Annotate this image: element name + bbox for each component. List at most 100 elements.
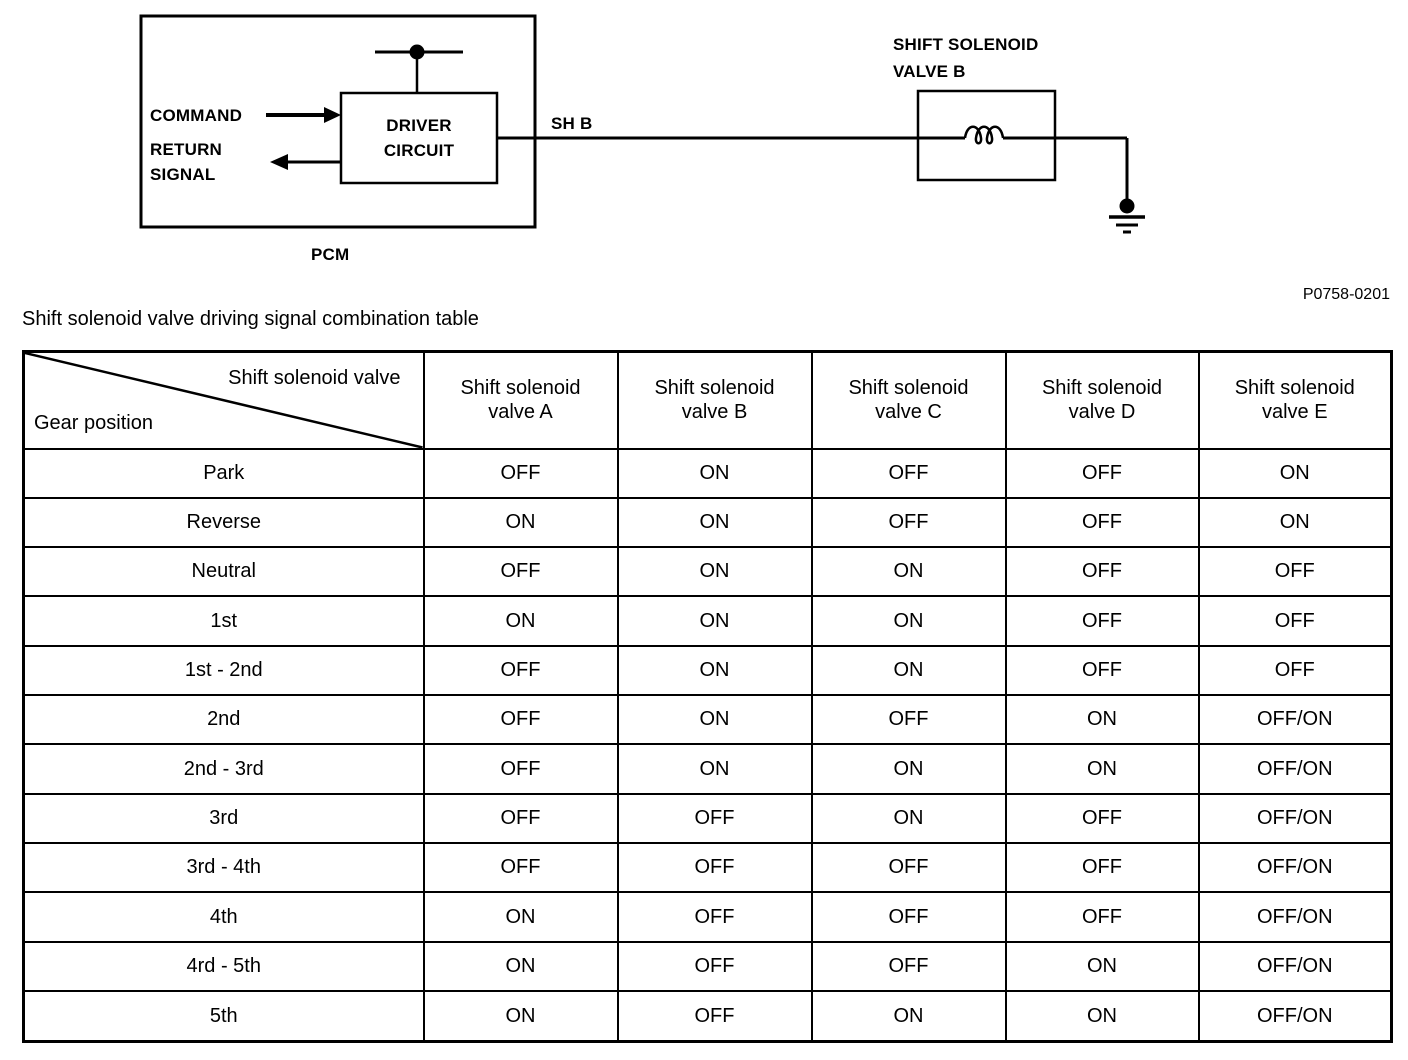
column-header-valve-b: Shift solenoid valve B — [616, 350, 813, 450]
valve-a-cell: OFF — [422, 743, 619, 795]
table-row-2nd-3rd: 2nd - 3rd OFF ON ON ON OFF/ON — [22, 743, 1393, 795]
valve-a-cell: OFF — [422, 644, 619, 697]
valve-e-cell: OFF — [1197, 546, 1393, 598]
valve-c-cell: OFF — [810, 447, 1007, 499]
valve-b-cell: ON — [616, 743, 813, 795]
valve-e-cell: OFF/ON — [1197, 743, 1393, 795]
gear-cell: Reverse — [22, 496, 425, 549]
corner-label-gear: Gear position — [34, 411, 153, 434]
table-row-3rd: 3rd OFF OFF ON OFF OFF/ON — [22, 792, 1393, 845]
valve-b-cell: ON — [616, 595, 813, 647]
valve-d-cell: ON — [1004, 990, 1200, 1043]
diagonal-divider — [25, 353, 423, 448]
corner-header-cell: Shift solenoid valve Gear position — [22, 350, 425, 450]
gear-cell: 2nd - 3rd — [22, 743, 425, 795]
gear-cell: 3rd — [22, 792, 425, 845]
solenoid-valve-box — [916, 89, 1057, 182]
valve-d-cell: OFF — [1004, 496, 1200, 549]
return-signal-arrow — [270, 154, 341, 170]
pcm-box — [139, 14, 537, 229]
power-rail — [375, 44, 463, 93]
valve-a-cell: ON — [422, 940, 619, 993]
gear-cell: 4th — [22, 891, 425, 943]
table-row-2nd: 2nd OFF ON OFF ON OFF/ON — [22, 694, 1393, 746]
valve-a-cell: OFF — [422, 447, 619, 499]
solenoid-combination-table: Shift solenoid valve Gear position Shift… — [22, 350, 1393, 1043]
table-title: Shift solenoid valve driving signal comb… — [22, 308, 479, 330]
gear-cell: 3rd - 4th — [22, 842, 425, 894]
circuit-diagram — [139, 14, 1145, 234]
valve-b-cell: ON — [616, 644, 813, 697]
valve-a-cell: ON — [422, 891, 619, 943]
column-header-valve-e: Shift solenoid valve E — [1197, 350, 1393, 450]
table-row-1st-2nd: 1st - 2nd OFF ON ON OFF OFF — [22, 644, 1393, 697]
valve-b-cell: ON — [616, 694, 813, 746]
column-header-valve-c: Shift solenoid valve C — [810, 350, 1007, 450]
valve-d-cell: OFF — [1004, 792, 1200, 845]
command-label: COMMAND — [150, 106, 243, 125]
header-row: Shift solenoid valve Gear position Shift… — [22, 350, 1393, 450]
table-row-park: Park OFF ON OFF OFF ON — [22, 447, 1393, 499]
valve-e-cell: OFF/ON — [1197, 891, 1393, 943]
valve-d-cell: OFF — [1004, 644, 1200, 697]
valve-e-cell: OFF/ON — [1197, 792, 1393, 845]
valve-a-cell: ON — [422, 595, 619, 647]
valve-e-cell: OFF — [1197, 595, 1393, 647]
valve-c-cell: ON — [810, 743, 1007, 795]
column-header-valve-a: Shift solenoid valve A — [422, 350, 619, 450]
valve-e-cell: OFF/ON — [1197, 990, 1393, 1043]
valve-b-cell: OFF — [616, 792, 813, 845]
column-header-label: Shift solenoid valve D — [1041, 377, 1163, 424]
valve-e-cell: ON — [1197, 496, 1393, 549]
valve-c-cell: ON — [810, 792, 1007, 845]
figure-code: P0758-0201 — [1302, 286, 1390, 303]
column-header-label: Shift solenoid valve B — [654, 377, 775, 424]
valve-d-cell: OFF — [1004, 447, 1200, 499]
valve-b-cell: OFF — [616, 990, 813, 1043]
driver-circuit-label: DRIVER CIRCUIT — [383, 116, 455, 160]
valve-c-cell: ON — [810, 546, 1007, 598]
valve-c-cell: ON — [810, 990, 1007, 1043]
gear-cell: 1st - 2nd — [22, 644, 425, 697]
return-signal-label: RETURN SIGNAL — [150, 140, 223, 184]
valve-b-cell: OFF — [616, 842, 813, 894]
corner-label-valve: Shift solenoid valve — [228, 367, 401, 389]
solenoid-valve-label: SHIFT SOLENOID VALVE B — [893, 35, 1039, 81]
valve-a-cell: ON — [422, 990, 619, 1043]
valve-d-cell: OFF — [1004, 595, 1200, 647]
valve-c-cell: ON — [810, 595, 1007, 647]
column-header-label: Shift solenoid valve A — [460, 377, 581, 424]
valve-c-cell: OFF — [810, 940, 1007, 993]
gear-cell: Neutral — [22, 546, 425, 598]
valve-b-cell: OFF — [616, 940, 813, 993]
column-header-label: Shift solenoid valve C — [848, 377, 969, 424]
valve-b-cell: ON — [616, 546, 813, 598]
shb-wire-label: SH B — [551, 114, 593, 133]
gear-cell: 4rd - 5th — [22, 940, 425, 993]
valve-d-cell: ON — [1004, 743, 1200, 795]
column-header-valve-d: Shift solenoid valve D — [1004, 350, 1200, 450]
valve-e-cell: OFF/ON — [1197, 694, 1393, 746]
table-row-reverse: Reverse ON ON OFF OFF ON — [22, 496, 1393, 549]
gear-cell: 1st — [22, 595, 425, 647]
valve-b-cell: ON — [616, 496, 813, 549]
valve-d-cell: ON — [1004, 694, 1200, 746]
valve-b-cell: ON — [616, 447, 813, 499]
valve-e-cell: ON — [1197, 447, 1393, 499]
valve-b-cell: OFF — [616, 891, 813, 943]
valve-a-cell: OFF — [422, 546, 619, 598]
table-row-1st: 1st ON ON ON OFF OFF — [22, 595, 1393, 647]
valve-a-cell: OFF — [422, 694, 619, 746]
coil-icon — [963, 125, 1005, 145]
valve-a-cell: OFF — [422, 842, 619, 894]
valve-d-cell: OFF — [1004, 842, 1200, 894]
valve-e-cell: OFF/ON — [1197, 940, 1393, 993]
gear-cell: Park — [22, 447, 425, 499]
gear-cell: 2nd — [22, 694, 425, 746]
valve-e-cell: OFF/ON — [1197, 842, 1393, 894]
table-row-5th: 5th ON OFF ON ON OFF/ON — [22, 990, 1393, 1043]
gear-cell: 5th — [22, 990, 425, 1043]
valve-d-cell: OFF — [1004, 891, 1200, 943]
valve-e-cell: OFF — [1197, 644, 1393, 697]
